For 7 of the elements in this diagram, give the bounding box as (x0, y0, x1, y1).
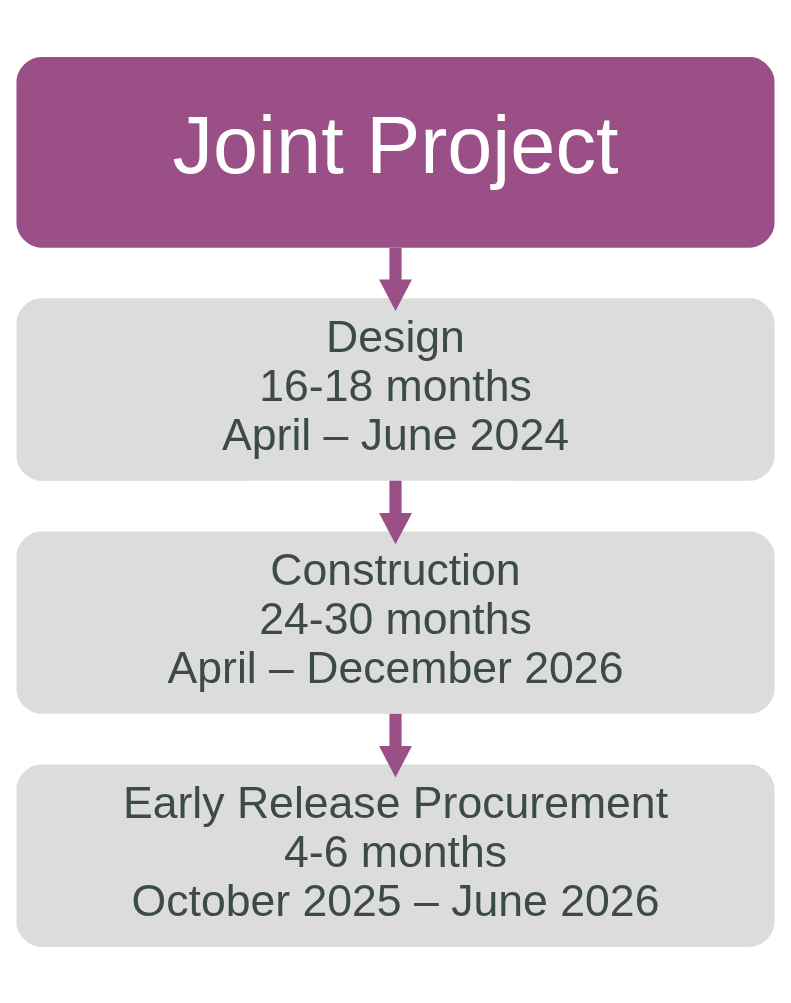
arrow (379, 480, 412, 544)
node-box: Early Release Procurement 4-6 months October 2025 – June 2026 (16, 764, 775, 947)
node-box: Design 16-18 months April – June 2024 (16, 297, 775, 481)
arrow (379, 247, 412, 311)
node-box: Joint Project (16, 56, 775, 248)
arrow (379, 713, 412, 777)
node-box: Construction 24-30 months April – December 2026 (16, 530, 775, 714)
